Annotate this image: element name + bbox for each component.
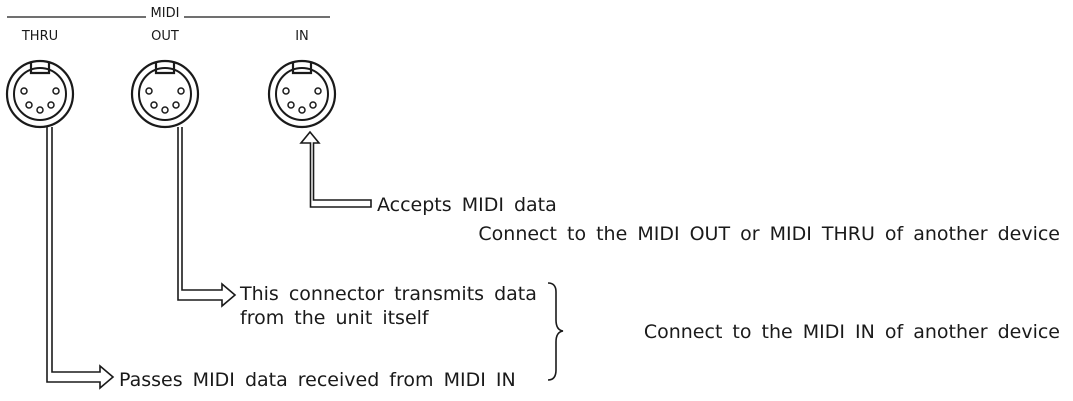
- header: MIDI THRU OUT IN: [7, 6, 330, 44]
- in-connector: [267, 59, 337, 129]
- thru-connector-inner-ring: [13, 67, 67, 121]
- in-signal-arrow: [299, 130, 372, 208]
- out-connector: [130, 59, 200, 129]
- shared-connection-note: Connect to the MIDI IN of another device: [644, 321, 1060, 343]
- thru-annotation-line1: Passes MIDI data received from MIDI IN: [119, 369, 516, 391]
- thru-connector: [5, 59, 75, 129]
- out-arrow-shape: [177, 127, 237, 308]
- out-signal-arrow: [177, 127, 237, 308]
- out-connector-outer-ring: [130, 59, 200, 129]
- thru-label: THRU: [21, 29, 58, 44]
- out-label: OUT: [151, 29, 179, 44]
- in-connector-key-notch: [291, 61, 313, 75]
- in-connector-inner-ring: [275, 67, 329, 121]
- thru-connector-outer-ring: [5, 59, 75, 129]
- in-label: IN: [295, 29, 309, 44]
- midi-group-label: MIDI: [151, 6, 180, 21]
- in-arrow-shape: [299, 130, 372, 208]
- grouping-brace: [547, 282, 564, 381]
- thru-arrow-shape: [46, 127, 115, 390]
- thru-connector-pins: [20, 87, 60, 114]
- out-connector-inner-ring: [138, 67, 192, 121]
- in-annotation-line2: Connect to the MIDI OUT or MIDI THRU of …: [478, 223, 1060, 245]
- out-connector-key-notch: [154, 61, 176, 75]
- out-annotation-line2: from the unit itself: [240, 307, 430, 329]
- thru-signal-arrow: [46, 127, 115, 390]
- thru-connector-key-notch: [29, 61, 51, 75]
- in-annotation-line1: Accepts MIDI data: [377, 194, 557, 216]
- out-annotation-line1: This connector transmits data: [239, 283, 537, 305]
- out-connector-pins: [145, 87, 185, 114]
- in-connector-outer-ring: [267, 59, 337, 129]
- in-connector-pins: [282, 87, 322, 114]
